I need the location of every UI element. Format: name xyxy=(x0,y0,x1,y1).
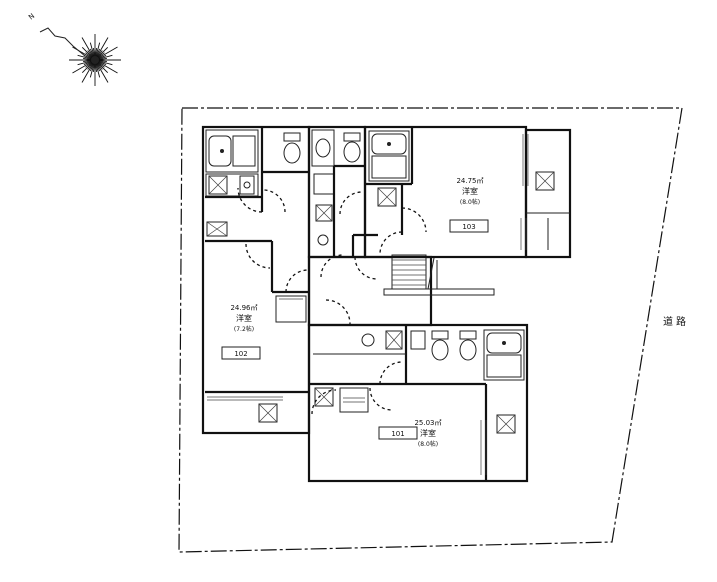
unit-101-balcony-unit xyxy=(496,414,516,434)
unit-102-shoe-box xyxy=(206,221,228,237)
unit-102-room-type: 洋室 xyxy=(236,313,252,323)
unit-103-label: 24.75㎡ 洋室 (8.0帖) 103 xyxy=(449,177,489,233)
unit-103-walls xyxy=(363,125,572,259)
unit-103-room-type: 洋室 xyxy=(462,186,478,196)
site-boundary xyxy=(178,107,683,553)
unit-103-doors xyxy=(379,207,427,255)
unit-102-area: 24.96㎡ xyxy=(230,304,257,312)
compass-north-label: N xyxy=(27,12,36,22)
unit-103-balcony-unit xyxy=(535,171,555,191)
unit-101-label: 25.03㎡ 洋室 (8.0帖) 101 xyxy=(378,419,442,448)
unit-103-area: 24.75㎡ xyxy=(456,177,483,185)
unit-102-walls xyxy=(201,125,311,435)
unit-102-toilet xyxy=(283,132,301,164)
core-doors xyxy=(320,191,378,325)
unit-103-number: 103 xyxy=(462,223,475,231)
staircase xyxy=(383,254,495,296)
unit-102-size: (7.2帖) xyxy=(234,325,254,333)
unit-101-room-type: 洋室 xyxy=(420,428,436,438)
unit-102-label: 24.96㎡ 洋室 (7.2帖) 102 xyxy=(221,304,261,360)
unit-101-number: 101 xyxy=(391,430,404,438)
unit-101-bath xyxy=(486,332,522,378)
road-label: 道路 xyxy=(663,315,689,328)
unit-101-area: 25.03㎡ xyxy=(414,419,441,427)
unit-102-washer xyxy=(208,175,255,195)
unit-103-toilet xyxy=(343,132,361,163)
unit-101-doors xyxy=(311,361,403,415)
unit-101-size: (8.0帖) xyxy=(418,440,438,448)
unit-102-bath xyxy=(208,135,256,167)
unit-103-size: (8.0帖) xyxy=(460,198,480,206)
unit-102-number: 102 xyxy=(234,350,247,358)
unit-103-shoe-box xyxy=(377,187,397,207)
unit-103-bath xyxy=(371,133,407,179)
unit-101-toilet xyxy=(431,330,477,361)
unit-101-kitchen xyxy=(361,330,426,350)
compass: N xyxy=(27,12,121,86)
unit-102-balcony-unit xyxy=(258,403,278,423)
unit-102-doors xyxy=(237,187,309,293)
unit-101-walls xyxy=(307,323,529,483)
